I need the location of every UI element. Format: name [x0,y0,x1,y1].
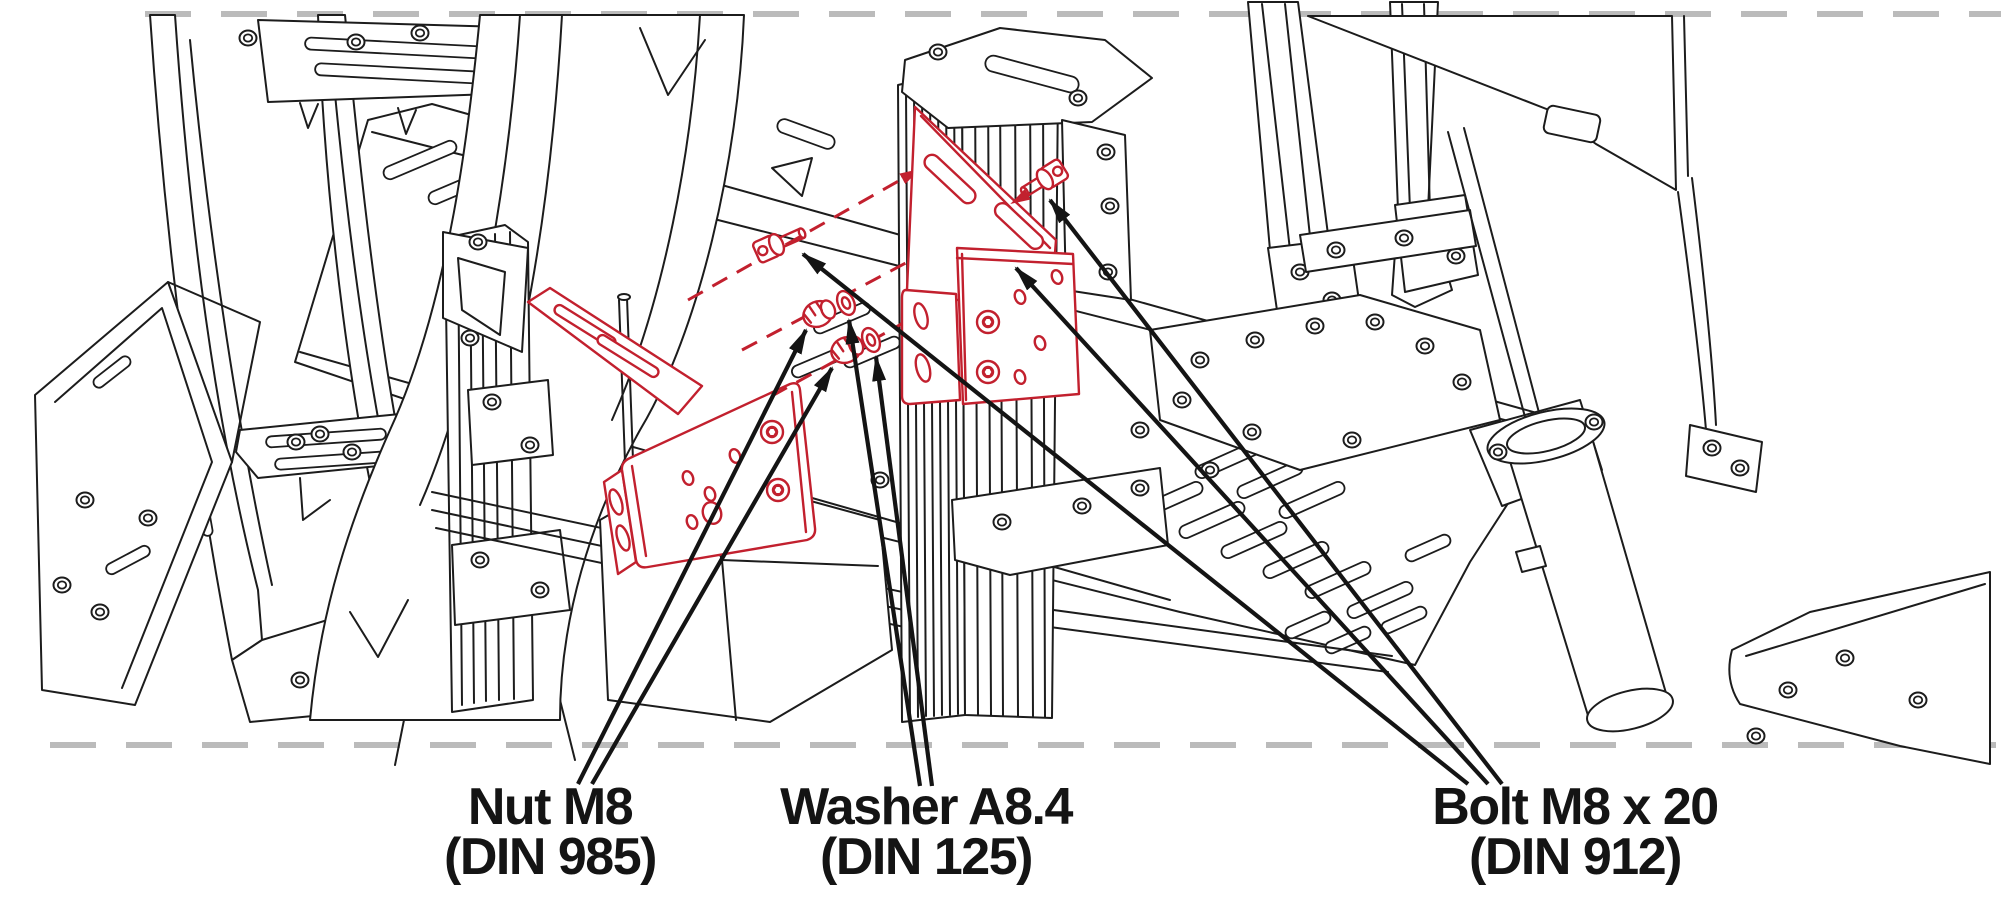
washer-arrow-2 [872,355,935,787]
callout-labels: Nut M8 (DIN 985) Washer A8.4 (DIN 125) B… [444,778,1719,886]
nut-arrow-1 [576,328,808,785]
left-column [442,224,634,713]
washer-arrow-1 [845,318,923,787]
bottom-right-box [1728,571,1991,765]
right-panel [1307,15,1763,493]
insertion-axis-1 [687,168,920,302]
callout-arrows [576,198,1504,787]
washer-label-line2: (DIN 125) [820,828,1032,886]
nut-label-line2: (DIN 985) [444,828,656,886]
red-bolt-1 [751,227,807,264]
washer-label-line1: Washer A8.4 [780,778,1073,836]
insertion-axis-4 [1010,189,1031,205]
damper-cylinder [1447,127,1674,733]
frame-line-art [34,1,1991,766]
left-red-bracket [526,286,817,576]
bolt-arrow-3 [1048,198,1504,786]
red-washer-1 [835,289,857,317]
nut-arrow-2 [590,366,834,786]
red-nut-1 [802,299,837,329]
center-red-bracket [900,105,1081,406]
pedal-assembly [1149,1,1603,507]
bolt-arrow-1 [801,252,1470,786]
highlighted-parts [526,105,1081,576]
left-gusset [34,281,261,706]
bolt-label-line1: Bolt M8 x 20 [1432,778,1717,836]
bolt-label-line2: (DIN 912) [1469,828,1681,886]
red-washer-2 [860,326,882,354]
bolt-arrow-2 [1014,266,1490,786]
nut-label-line1: Nut M8 [468,778,633,836]
